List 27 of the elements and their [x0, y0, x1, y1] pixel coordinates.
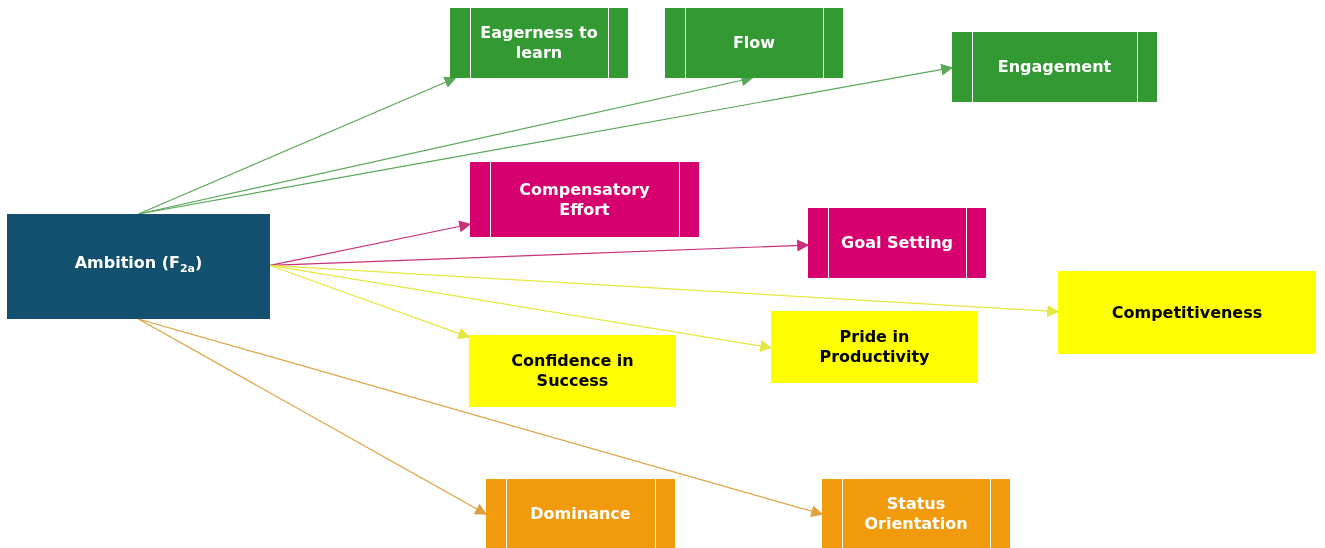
process-box	[470, 162, 699, 237]
box-label: Compensatory Effort	[518, 179, 651, 220]
box-label: Pride in Productivity	[818, 327, 931, 367]
arrow	[137, 318, 488, 515]
process-box	[808, 208, 986, 278]
process-box	[469, 335, 676, 407]
arrow	[137, 76, 457, 215]
process-box	[7, 214, 270, 319]
arrow	[269, 220, 472, 267]
arrow	[269, 264, 471, 340]
process-box	[952, 32, 1157, 102]
process-box	[822, 479, 1010, 548]
box-label: Confidence in Success	[510, 351, 635, 391]
process-box	[486, 479, 675, 548]
box-label: Dominance	[530, 503, 631, 524]
box-label: Flow	[732, 33, 776, 53]
arrow	[137, 63, 954, 215]
process-box	[665, 8, 843, 78]
box-label: Eagerness to learn	[479, 23, 599, 63]
process-box	[450, 8, 628, 78]
process-box	[771, 311, 978, 383]
box-label: Status Orientation	[863, 493, 969, 534]
box-label: Ambition (F$_{2a}$)	[74, 253, 203, 278]
process-box	[1058, 271, 1316, 354]
box-label: Competitiveness	[1111, 302, 1263, 323]
box-label: Goal Setting	[841, 233, 953, 253]
box-label: Engagement	[997, 57, 1112, 77]
